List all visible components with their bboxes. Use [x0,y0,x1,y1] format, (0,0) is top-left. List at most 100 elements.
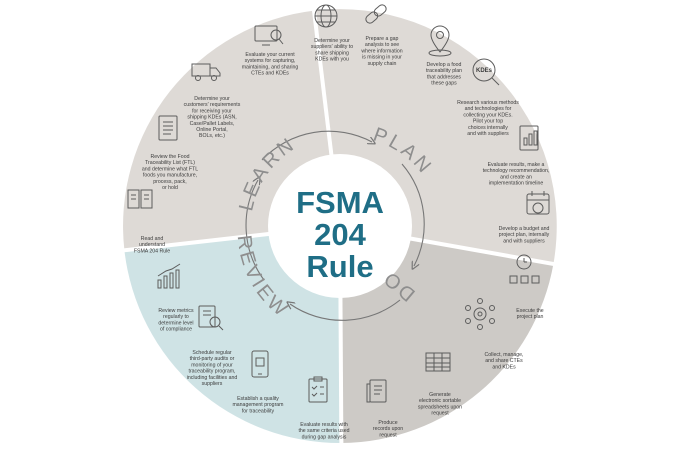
phone-qr-icon [251,350,269,378]
step-text-line: during gap analysis [302,434,347,440]
step-text-line: Research various methods [457,100,519,106]
step-text-line: determine level [158,320,193,326]
step-text-line: Pilot your top [473,119,503,125]
step-text-line: Generate [429,392,451,398]
step-text-line: suppliers' ability to [311,44,353,50]
clock-checklist-icon [509,254,540,284]
step-text-line: systems for capturing, [245,58,296,64]
step-text-line: electronic sortable [419,398,461,404]
step-text-line: project plan, internally [499,232,550,238]
step-text-line: customers' requirements [184,102,241,108]
document-list-icon [158,115,178,141]
step-text-line: share shipping [315,50,349,56]
step-text-line: Evaluate your current [245,52,295,58]
step-text-line: these gaps [431,81,457,87]
step-text-line: Execute the [516,308,544,314]
step-text-line: Produce [378,420,397,426]
center-title-line3: Rule [306,249,373,284]
cycle-arrows [245,130,425,321]
records-icon [366,379,387,403]
metrics-chart-icon [157,263,181,289]
computer-search-icon [254,25,284,46]
kdes-icon-label: KDEs [476,68,493,74]
kdes-search-icon [472,58,500,86]
step-text-line: foods you manufacture, [143,173,197,179]
step-text-line: monitoring of your [191,362,233,368]
step-text-line: Read and [141,236,164,242]
step-text-line: Develop a food [427,62,462,68]
step-text-line: Case/Pallet Labels, [190,121,235,127]
step-text-line: CTEs and KDEs [251,71,289,77]
step-text-line: and share CTEs [485,358,523,364]
step-text-line: Collect, manage, [485,352,524,358]
report-chart-icon [519,125,539,151]
step-text-line: records upon [373,426,403,432]
step-text-line: supply chain [368,61,397,67]
step-text-line: is missing in your [362,55,402,61]
step-text-line: Schedule regular [192,350,231,356]
step-text-line: Evaluate results, make a [488,162,545,168]
book-icon [127,189,153,209]
step-text-line: traceability plan [426,68,462,74]
step-text-line: project plan [517,314,544,320]
step-text-line: regularly to [163,314,189,320]
step-text-line: FSMA 204 Rule [134,248,170,254]
step-text-line: choices internally [468,125,508,131]
step-text-line: Prepare a gap [366,36,399,42]
step-text-line: BOLs, etc.) [199,133,225,139]
step-text-line: and KDEs [492,364,516,370]
step-text-line: for receiving your [192,108,232,114]
step-text-line: implementation timeline [489,181,544,187]
step-text-line: suppliers [202,381,223,387]
step-text-line: and with suppliers [467,131,509,137]
audit-search-icon [198,305,224,331]
chain-link-icon [365,4,387,24]
step-text-line: or hold [162,185,178,191]
step-text-line: shipping KDEs (ASN, [187,115,236,121]
step-text-line: Develop a budget and [499,226,550,232]
step-text-line: Determine your [194,96,230,102]
step-text-line: Online Portal, [196,127,227,133]
step-text-line: Evaluate results with [300,422,348,428]
network-gear-icon [465,298,495,330]
step-text-line: spreadsheets upon [418,404,462,410]
spreadsheet-icon [425,352,451,372]
step-text-line: Review metrics [158,308,194,314]
do-quadrant [340,226,554,443]
step-text-line: KDEs with you [315,57,349,63]
step-text-line: maintaining, and sharing [242,64,299,70]
step-text-line: traceability program, [189,369,236,375]
center-title-line2: 204 [314,217,366,252]
step-text-line: analysis to see [365,42,399,48]
center-title-line1: FSMA [296,185,384,220]
step-text-line: for traceability [242,408,275,414]
step-text-line: collecting your KDEs. [463,112,512,118]
step-text-line: of compliance [160,327,192,333]
